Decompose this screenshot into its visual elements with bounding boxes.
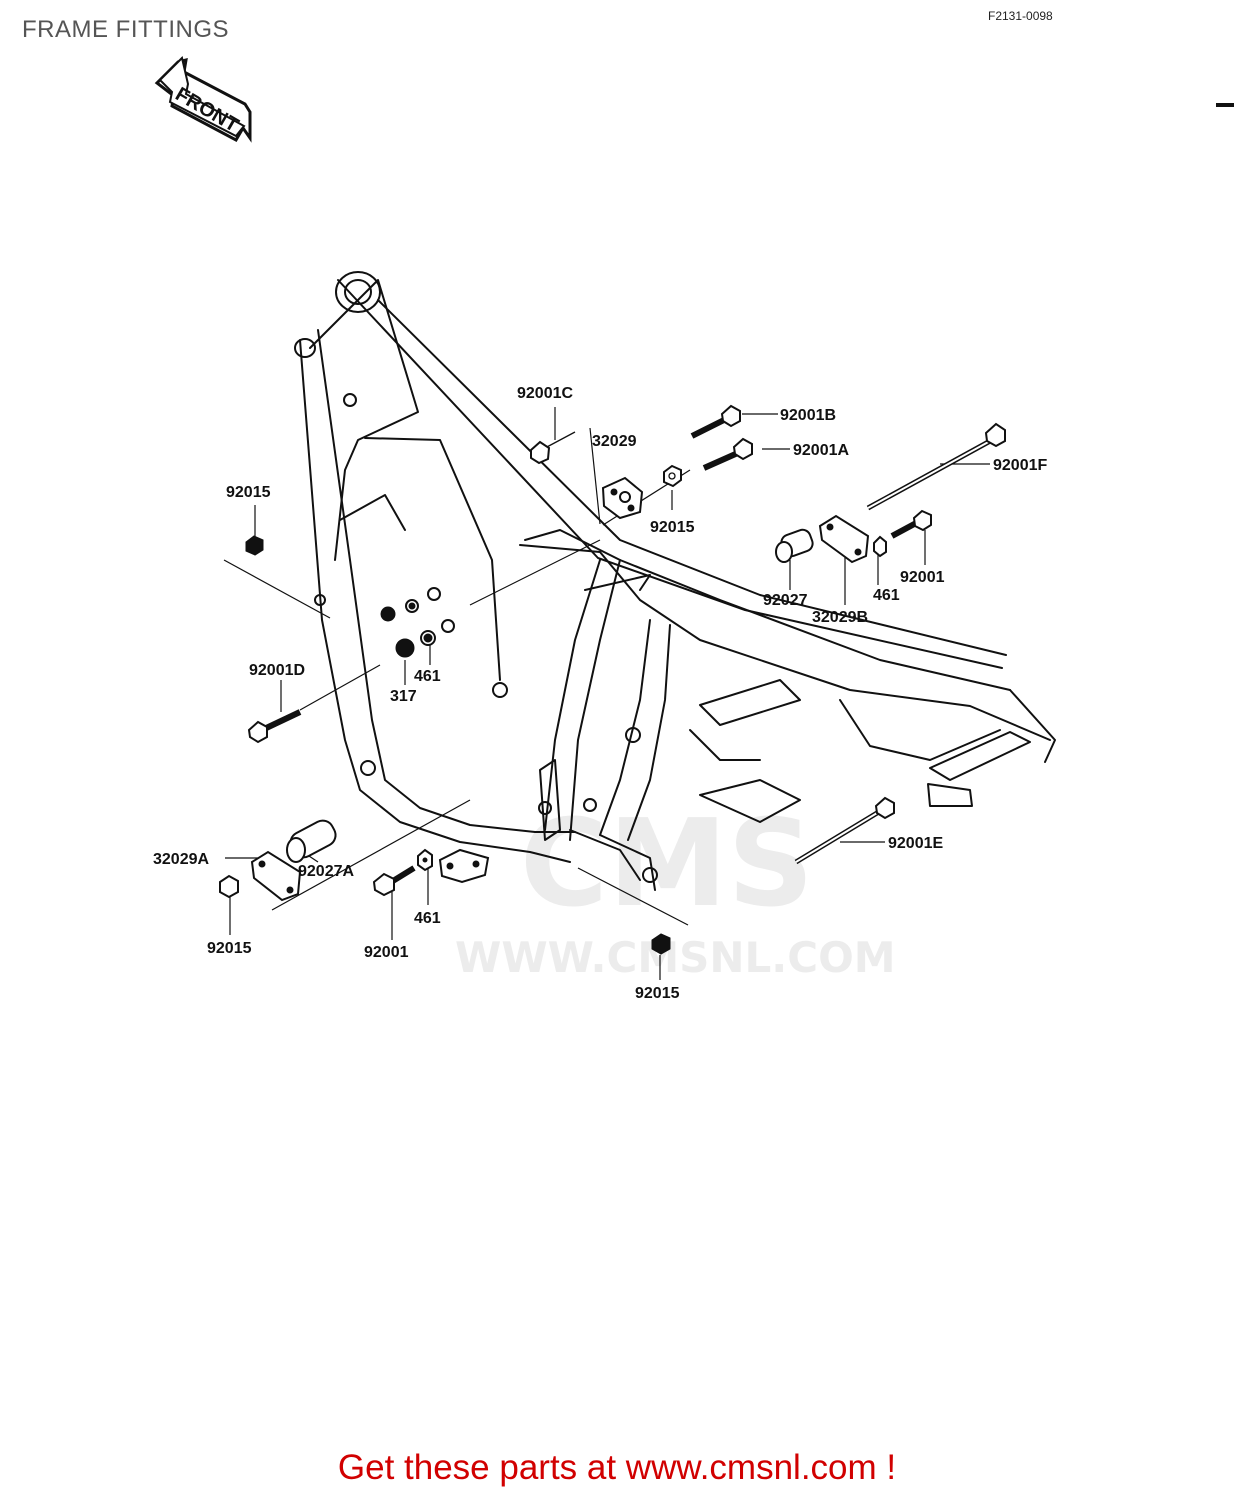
plate-32029-icon bbox=[601, 476, 644, 520]
washer-461-bottom-icon bbox=[417, 848, 433, 872]
label-92027A: 92027A bbox=[298, 863, 354, 880]
bolt-92001C-icon bbox=[530, 431, 576, 465]
fasteners bbox=[219, 404, 1006, 955]
bolt-92001E-icon bbox=[794, 796, 895, 865]
label-92001D: 92001D bbox=[249, 662, 305, 679]
bolt-92001-right-icon bbox=[890, 509, 932, 539]
part-labels: 92001C 92001B 92001A 92001F 32029 92015 … bbox=[153, 385, 1047, 1002]
drawing-number: F2131-0098 bbox=[988, 9, 1053, 23]
label-461-mid: 461 bbox=[414, 668, 441, 685]
label-92015-bottom-left: 92015 bbox=[207, 940, 252, 957]
bolt-92001F-icon bbox=[866, 422, 1006, 511]
nut-92015-bottom-left-icon bbox=[219, 874, 239, 899]
label-32029: 32029 bbox=[592, 433, 637, 450]
bracket-icon bbox=[438, 848, 490, 884]
label-92001B: 92001B bbox=[780, 407, 836, 424]
page-title: FRAME FITTINGS bbox=[22, 16, 229, 43]
collar-92027A-icon bbox=[286, 819, 337, 863]
bolt-92001A-icon bbox=[702, 437, 753, 471]
label-461-right: 461 bbox=[873, 587, 900, 604]
label-92001-right: 92001 bbox=[900, 569, 945, 586]
bolt-92001-bottom-icon bbox=[372, 865, 416, 897]
label-32029A: 32029A bbox=[153, 851, 209, 868]
label-92001A: 92001A bbox=[793, 442, 849, 459]
label-92015-left: 92015 bbox=[226, 484, 271, 501]
nut-92015-bottom-icon bbox=[651, 933, 671, 955]
footer-link-text[interactable]: Get these parts at www.cmsnl.com ! bbox=[337, 1448, 897, 1487]
washer-461-right-icon bbox=[873, 535, 887, 558]
plate-32029B-icon bbox=[818, 514, 870, 564]
label-92001C: 92001C bbox=[517, 385, 573, 402]
bolt-92001D-icon bbox=[247, 709, 302, 744]
plate-32029A-icon bbox=[250, 850, 302, 902]
label-32029B: 32029B bbox=[812, 609, 868, 626]
motorcycle-frame bbox=[294, 271, 1056, 891]
nut-92015-left-icon bbox=[245, 535, 264, 556]
label-317: 317 bbox=[390, 688, 417, 705]
nut-92015-top-icon bbox=[663, 464, 682, 488]
edge-mark bbox=[1216, 103, 1234, 107]
watermark: CMS WWW.CMSNL.COM bbox=[455, 795, 896, 982]
bolt-92001B-icon bbox=[690, 404, 741, 439]
label-92001-bottom: 92001 bbox=[364, 944, 409, 961]
watermark-url: WWW.CMSNL.COM bbox=[455, 933, 896, 982]
label-461-bottom: 461 bbox=[414, 910, 441, 927]
collar-92027-icon bbox=[775, 528, 814, 563]
label-92001E: 92001E bbox=[888, 835, 943, 852]
label-92027: 92027 bbox=[763, 592, 808, 609]
front-arrow-icon: FRONT bbox=[154, 56, 252, 143]
grommets-317-461-icon bbox=[380, 587, 455, 658]
frame-fittings-diagram: CMS WWW.CMSNL.COM FRONT bbox=[153, 56, 1234, 1002]
label-92015-bottom: 92015 bbox=[635, 985, 680, 1002]
label-92001F: 92001F bbox=[993, 457, 1047, 474]
label-92015-top: 92015 bbox=[650, 519, 695, 536]
